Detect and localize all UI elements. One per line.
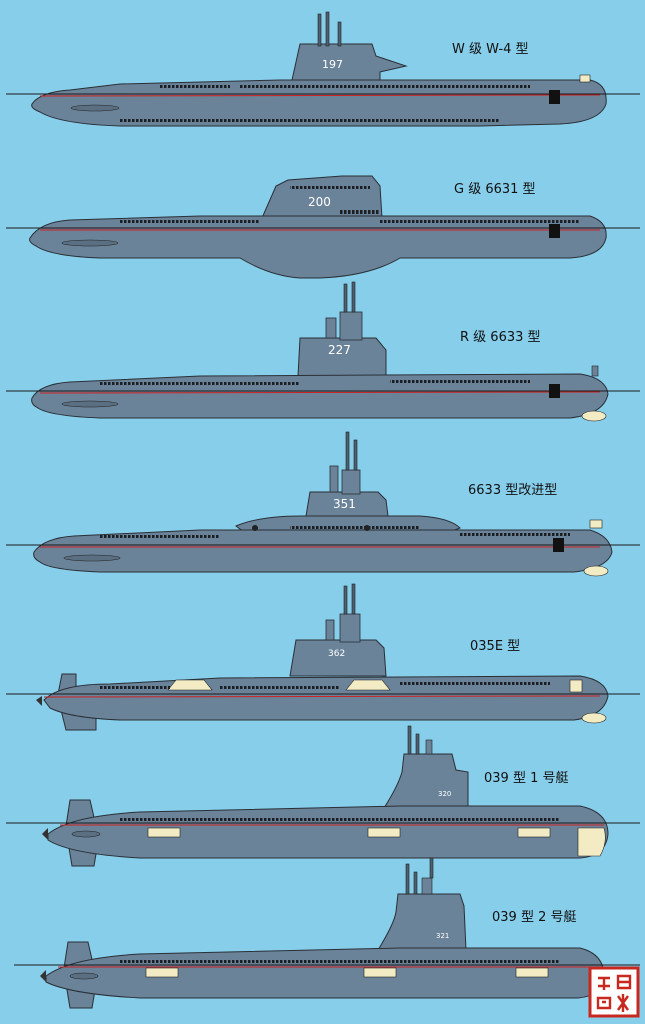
type-label-035e: 035E 型: [470, 639, 521, 654]
hull-number: 351: [333, 497, 356, 511]
submarine-g-class: 200: [6, 175, 640, 279]
submarine-w-class: 197: [6, 11, 640, 127]
hull-number: 197: [322, 58, 343, 71]
sail-039-1: [383, 753, 469, 809]
type-label-w-class: W 级 W-4 型: [452, 42, 529, 57]
submarine-035e: 362: [6, 583, 640, 731]
type-label-r-class: R 级 6633 型: [460, 330, 541, 345]
hull-number: 200: [308, 195, 331, 209]
hull-improved: [33, 529, 613, 573]
hull-w: [31, 79, 607, 127]
hull-number: 362: [328, 649, 345, 659]
submarine-039-boat-2: 321: [14, 857, 640, 1009]
type-label-6633-improved: 6633 型改进型: [468, 483, 558, 498]
sail-w: [291, 43, 408, 85]
submarine-039-boat-1: 320: [6, 725, 640, 867]
sail-039-2: [377, 893, 467, 951]
red-seal-stamp-icon: [588, 966, 640, 1018]
type-label-039-boat-1: 039 型 1 号艇: [484, 771, 569, 786]
hull-g: [29, 215, 607, 279]
type-label-039-boat-2: 039 型 2 号艇: [492, 910, 577, 925]
hull-number: 320: [438, 790, 451, 798]
sail-improved: [305, 491, 389, 517]
submarine-r-class: 227: [6, 281, 640, 422]
hull-number: 227: [328, 343, 351, 357]
submarine-6633-improved: 351: [6, 431, 640, 577]
type-label-g-class: G 级 6631 型: [454, 182, 536, 197]
sail-035e: [289, 639, 387, 677]
hull-number: 321: [436, 932, 449, 940]
